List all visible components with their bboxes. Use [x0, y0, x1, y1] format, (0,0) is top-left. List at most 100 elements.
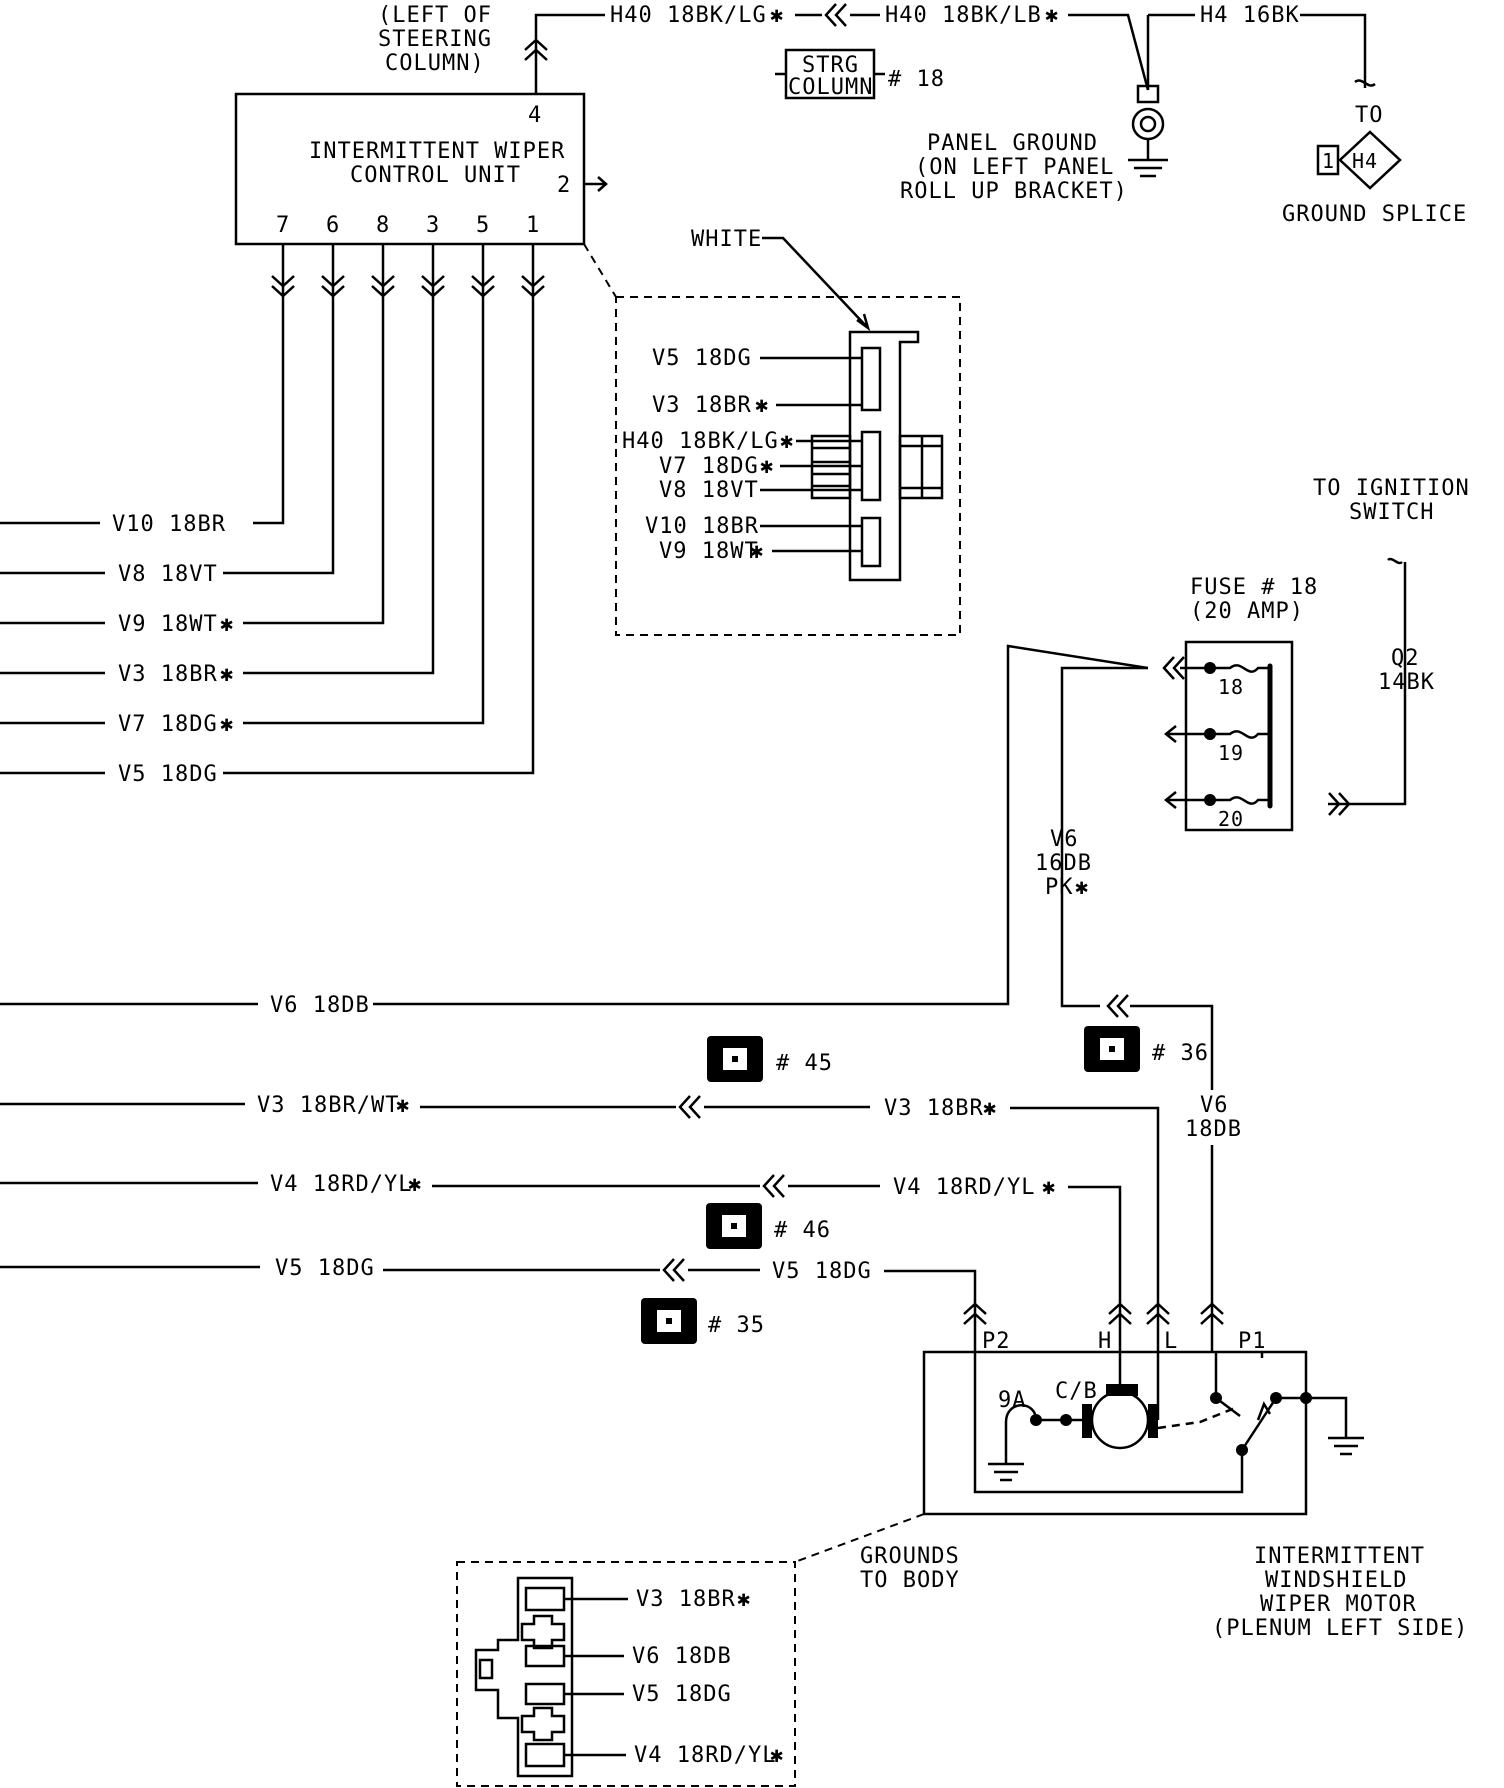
svg-text:V3 18BR: V3 18BR	[652, 393, 752, 418]
svg-text:Q2: Q2	[1391, 646, 1420, 671]
svg-text:20: 20	[1218, 807, 1244, 831]
v3-br-label: V3 18BR	[884, 1096, 984, 1121]
svg-text:L: L	[1164, 1329, 1178, 1354]
intermittent-wiper-control-unit: 4 INTERMITTENT WIPER CONTROL UNIT 2 7 6 …	[234, 92, 608, 246]
star-mark: ✱	[770, 3, 784, 28]
white-label: WHITE	[691, 227, 762, 252]
svg-text:INTERMITTENT WIPER: INTERMITTENT WIPER	[309, 139, 565, 164]
v4-left-label: V4 18RD/YL	[270, 1172, 412, 1197]
svg-text:# 18: # 18	[888, 67, 945, 92]
v3-bw-label: V3 18BR/WT	[257, 1093, 399, 1118]
connector-1-body	[810, 330, 944, 582]
star-v3b: ✱	[983, 1096, 997, 1121]
svg-text:V6: V6	[1200, 1093, 1229, 1118]
svg-text:COLUMN): COLUMN)	[385, 51, 485, 76]
svg-text:TO BODY: TO BODY	[860, 1568, 960, 1593]
to-ignition-switch-label: TO IGNITION SWITCH	[1313, 476, 1469, 525]
svg-text:2: 2	[557, 173, 571, 198]
svg-text:V3 18BR: V3 18BR	[636, 1587, 736, 1612]
fuse-block: 18 19 20	[1184, 640, 1294, 832]
wire-label-h40-lg: H40 18BK/LG	[610, 3, 767, 28]
ref-36: # 36	[1152, 1041, 1209, 1066]
steering-column-location-label: (LEFT OF STEERING COLUMN)	[378, 3, 492, 76]
svg-text:16DB: 16DB	[1035, 851, 1092, 876]
svg-text:✱: ✱	[1075, 875, 1089, 900]
svg-text:1: 1	[1322, 149, 1335, 173]
svg-text:✱: ✱	[220, 662, 234, 687]
location-badge-36	[1084, 1026, 1140, 1072]
svg-text:(ON LEFT PANEL: (ON LEFT PANEL	[915, 155, 1114, 180]
svg-text:V8 18VT: V8 18VT	[659, 478, 759, 503]
svg-text:V9 18WT: V9 18WT	[659, 539, 759, 564]
ref-46: # 46	[774, 1218, 831, 1243]
svg-text:H4 16BK: H4 16BK	[1200, 3, 1300, 28]
svg-text:✱: ✱	[737, 1587, 751, 1612]
svg-text:H40 18BK/LG: H40 18BK/LG	[622, 429, 779, 454]
svg-text:PK: PK	[1045, 875, 1074, 900]
svg-text:STRG: STRG	[802, 53, 859, 78]
ground-splice-symbol: 1 H4	[1316, 130, 1402, 190]
svg-text:18: 18	[1218, 675, 1244, 699]
v6-18db-label: V6 18DB	[270, 993, 369, 1018]
connector-detail-box	[615, 296, 961, 636]
svg-text:H4: H4	[1352, 149, 1378, 173]
star-v4b: ✱	[1042, 1175, 1056, 1200]
location-badge-45	[707, 1036, 763, 1082]
svg-text:✱: ✱	[780, 429, 794, 454]
fuse-18-title: FUSE # 18 (20 AMP)	[1190, 575, 1318, 624]
svg-text:V7 18DG: V7 18DG	[118, 712, 218, 737]
svg-text:✱: ✱	[750, 539, 764, 564]
wiper-motor: 9A C/B	[922, 1350, 1312, 1516]
v5-right-label: V5 18DG	[772, 1259, 872, 1284]
star-v3: ✱	[396, 1093, 410, 1118]
svg-text:14BK: 14BK	[1378, 670, 1435, 695]
svg-text:V9 18WT: V9 18WT	[118, 612, 218, 637]
svg-text:8: 8	[376, 213, 390, 238]
v5-left-label: V5 18DG	[275, 1256, 375, 1281]
q2-wire-label: Q2 14BK	[1378, 646, 1435, 695]
svg-text:SWITCH: SWITCH	[1349, 500, 1434, 525]
svg-text:H: H	[1098, 1329, 1112, 1354]
svg-text:✱: ✱	[220, 612, 234, 637]
svg-text:✱: ✱	[770, 1743, 784, 1768]
panel-ground-symbol: H4 16BK	[1128, 3, 1376, 178]
svg-text:(LEFT OF: (LEFT OF	[378, 3, 492, 28]
svg-text:4: 4	[528, 103, 542, 128]
ground-splice-label: GROUND SPLICE	[1282, 202, 1467, 227]
svg-text:(PLENUM LEFT SIDE): (PLENUM LEFT SIDE)	[1212, 1616, 1468, 1641]
location-badge-46	[706, 1203, 762, 1249]
svg-text:P1: P1	[1238, 1329, 1267, 1354]
motor-connector-detail-box	[456, 1561, 796, 1787]
v4-right-label: V4 18RD/YL	[893, 1175, 1035, 1200]
svg-text:V7 18DG: V7 18DG	[659, 454, 759, 479]
svg-text:V6 18DB: V6 18DB	[632, 1644, 732, 1669]
ref-35: # 35	[708, 1313, 765, 1338]
v6-vertical-label: V6 18DB	[1185, 1093, 1241, 1142]
svg-text:P2: P2	[982, 1329, 1011, 1354]
svg-text:(20 AMP): (20 AMP)	[1190, 599, 1304, 624]
control-unit-wires	[223, 244, 546, 775]
svg-text:19: 19	[1218, 741, 1244, 765]
strg-column-tag: STRG COLUMN # 18	[775, 48, 945, 100]
svg-text:V10 18BR: V10 18BR	[645, 514, 759, 539]
wire-label-h40-lb: H40 18BK/LB	[885, 3, 1042, 28]
svg-text:PANEL GROUND: PANEL GROUND	[927, 131, 1098, 156]
svg-text:COLUMN: COLUMN	[788, 75, 873, 100]
star-mark-2: ✱	[1045, 3, 1059, 28]
svg-text:WINDSHIELD: WINDSHIELD	[1265, 1568, 1407, 1593]
svg-text:V5 18DG: V5 18DG	[632, 1682, 732, 1707]
star-v4: ✱	[408, 1172, 422, 1197]
location-badge-35	[641, 1298, 697, 1344]
connector-2-wires: V3 18BR ✱ V6 18DB V5 18DG V4 18RD/YL ✱	[564, 1587, 784, 1768]
svg-text:ROLL UP BRACKET): ROLL UP BRACKET)	[900, 179, 1128, 204]
svg-text:3: 3	[426, 213, 440, 238]
svg-text:5: 5	[476, 213, 490, 238]
svg-text:✱: ✱	[755, 393, 769, 418]
svg-text:INTERMITTENT: INTERMITTENT	[1254, 1544, 1425, 1569]
panel-ground-label: PANEL GROUND (ON LEFT PANEL ROLL UP BRAC…	[900, 131, 1128, 204]
svg-text:FUSE # 18: FUSE # 18	[1190, 575, 1318, 600]
svg-text:1: 1	[526, 213, 540, 238]
connector-1-wires: V5 18DG V3 18BR ✱ H40 18BK/LG ✱ V7 18DG …	[622, 346, 862, 564]
svg-text:V5 18DG: V5 18DG	[118, 762, 218, 787]
